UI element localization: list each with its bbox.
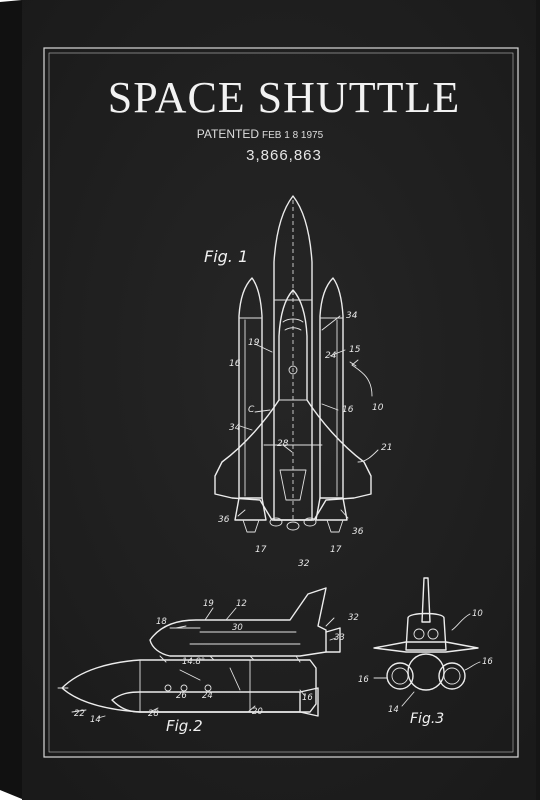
fig1-num-17a: 17 [255, 545, 267, 555]
fig1-num-32: 32 [298, 559, 310, 569]
canvas-right-shade [536, 0, 540, 800]
figure-3-drawing [373, 577, 481, 707]
fig1-num-21: 21 [381, 443, 392, 453]
fig1-num-16a: 16 [229, 359, 241, 369]
fig3-num-16a: 16 [358, 675, 369, 685]
fig2-num-22: 22 [74, 709, 85, 719]
fig1-num-24: 24 [325, 351, 337, 361]
fig3-label: Fig.3 [410, 711, 444, 727]
fig2-num-148: 14.8° [182, 657, 205, 667]
patent-label: PATENTED [197, 127, 260, 141]
fig1-num-c: C [248, 405, 255, 415]
fig2-num-32: 32 [348, 613, 359, 623]
fig2-num-33: 33 [334, 633, 345, 643]
fig2-num-28: 28 [148, 709, 159, 719]
fig1-num-16b: 16 [342, 405, 354, 415]
fig2-num-26: 26 [176, 691, 187, 701]
fig1-num-36a: 36 [218, 515, 230, 525]
fig2-num-24: 24 [202, 691, 213, 701]
fig3-num-14: 14 [388, 705, 399, 715]
fig1-num-34b: 34 [346, 311, 358, 321]
figure-1-drawing [214, 195, 379, 533]
fig2-num-16: 16 [302, 693, 313, 703]
patent-number: 3,866,863 [246, 147, 322, 164]
fig1-num-36b: 36 [352, 527, 364, 537]
patent-date: FEB 1 8 1975 [262, 130, 324, 141]
fig1-label: Fig. 1 [204, 247, 248, 266]
fig1-num-28: 28 [277, 439, 289, 449]
fig3-num-10: 10 [472, 609, 483, 619]
outer-border [43, 47, 519, 758]
fig2-num-12: 12 [236, 599, 247, 609]
inner-border [48, 52, 514, 753]
fig1-num-17b: 17 [330, 545, 342, 555]
figure-2-callouts: 19 12 18 30 32 33 14.8° 26 24 28 22 14 2… [74, 599, 359, 725]
canvas-side-edge [0, 0, 22, 799]
fig2-num-30: 30 [232, 623, 243, 633]
fig2-label: Fig.2 [166, 717, 203, 735]
fig2-num-20: 20 [252, 707, 263, 717]
figure-2-drawing [57, 587, 341, 719]
figure-3-callouts: 10 16 16 14 [358, 609, 493, 715]
fig3-num-16b: 16 [482, 657, 493, 667]
fig1-num-19: 19 [248, 338, 260, 348]
fig2-num-18: 18 [156, 617, 167, 627]
fig1-num-15: 15 [349, 345, 361, 355]
fig1-num-34a: 34 [229, 423, 241, 433]
fig2-num-14: 14 [90, 715, 101, 725]
figure-1-callouts: 19 16 C 34 28 24 34 15 16 10 21 36 36 17… [218, 311, 392, 569]
poster-title: SPACE SHUTTLE [108, 73, 460, 122]
fig1-num-10: 10 [372, 403, 384, 413]
fig2-num-19: 19 [203, 599, 214, 609]
